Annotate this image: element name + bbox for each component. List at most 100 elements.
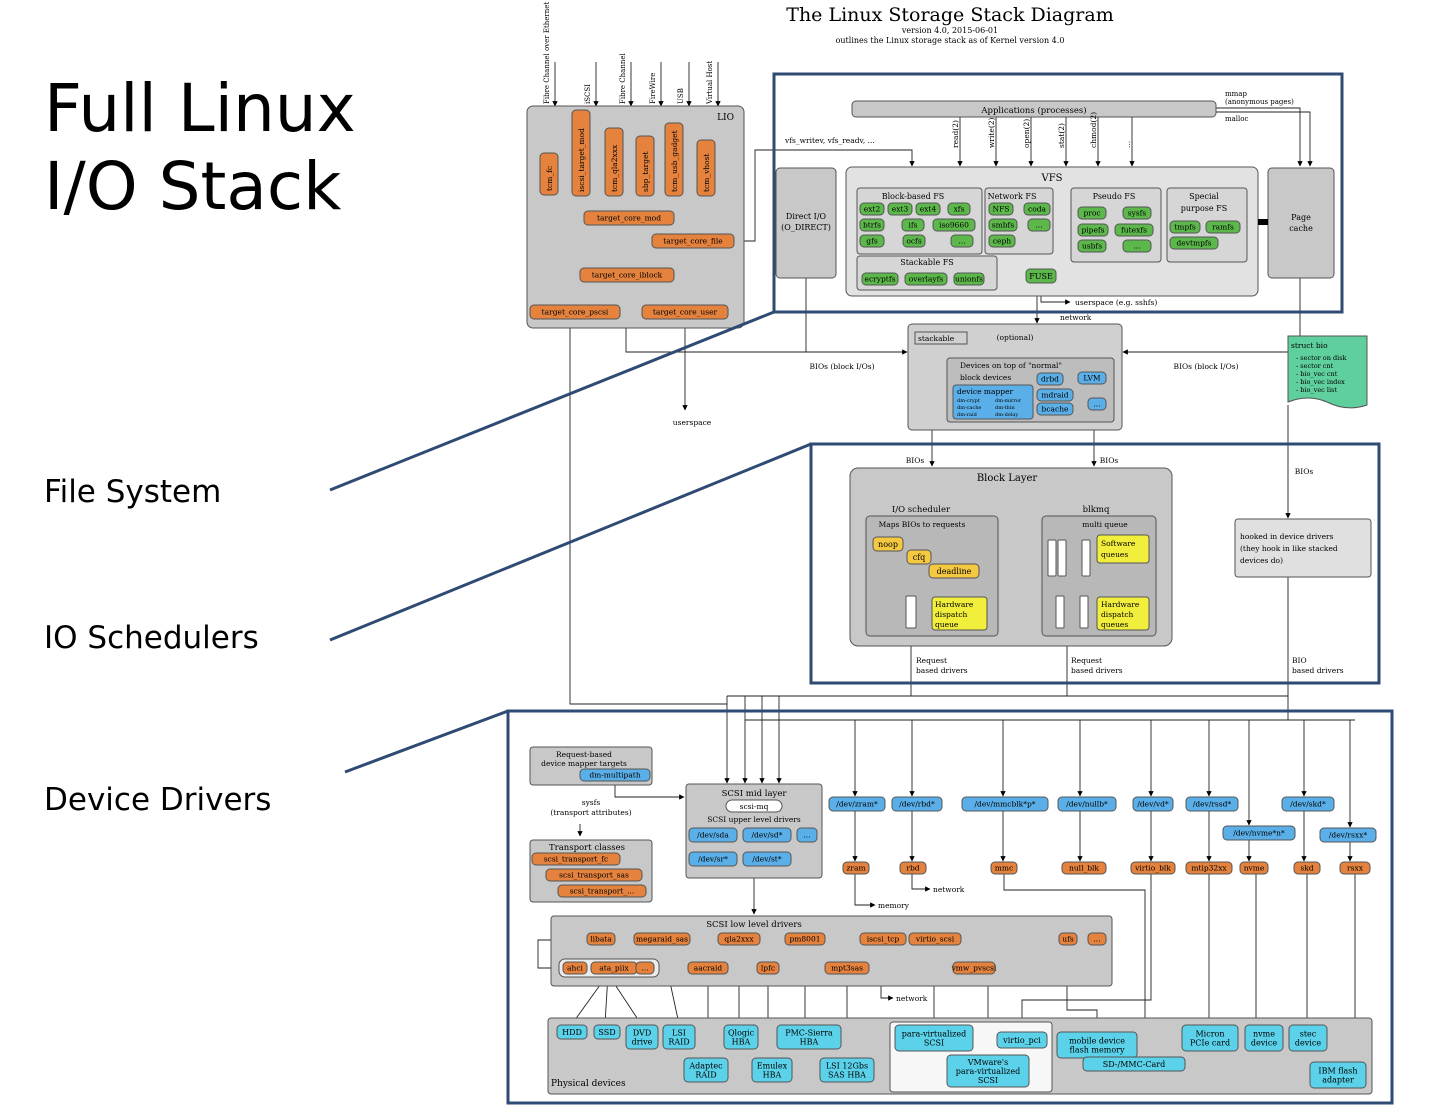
lio-fabric-label: tcm_qla2xxx	[610, 144, 619, 192]
dm-target-dm-raid: dm-raid	[957, 412, 978, 418]
dev-node-dev-vd	[1132, 796, 1174, 812]
scsi-low-label: SCSI low level drivers	[706, 920, 802, 930]
fs-ext2	[859, 202, 885, 216]
fs-gfs	[859, 234, 885, 248]
fs-ceph-label: ceph	[993, 237, 1011, 246]
dm-device-mdraid-label: mdraid	[1041, 391, 1068, 400]
dev-node-dev-nvme-n-label: /dev/nvme*n*	[1233, 829, 1285, 838]
transport-scsi-transport-fc	[531, 852, 621, 866]
dm-target-dm-delay: dm-delay	[995, 412, 1018, 418]
phys-micron-pcie-card-label: PCIe card	[1190, 1038, 1230, 1047]
software-queues-label: Software	[1101, 539, 1136, 548]
fs-ocfs-label: ocfs	[906, 237, 921, 246]
optional-label: (optional)	[997, 333, 1034, 342]
struct-bio-note	[1287, 335, 1368, 409]
dm-device-bcache	[1036, 402, 1074, 416]
transport-scsi-transport-sas-label: scsi_transport_sas	[559, 871, 629, 880]
fs-ramfs	[1205, 220, 1241, 234]
fs-unionfs	[953, 272, 985, 286]
phys-ibm-flash-adapter	[1309, 1061, 1367, 1089]
slide-title-line2: I/O Stack	[44, 148, 342, 225]
stackable-fs-label: Stackable FS	[900, 258, 954, 267]
direct-io-box	[775, 167, 837, 279]
fs-pointer	[329, 310, 775, 492]
bios-label: BIOs	[906, 456, 925, 465]
dm-device-lvm	[1077, 371, 1107, 385]
dm-device-lvm-label: LVM	[1083, 374, 1101, 383]
transport-iscsi: iSCSI	[584, 84, 592, 104]
lio-fabric-label: sbp_target	[641, 151, 650, 192]
fs-futexfs-label: futexfs	[1121, 226, 1147, 235]
sw-queue-slots	[1081, 539, 1091, 577]
lio-fabric-tcm-usb-gadget	[664, 122, 684, 197]
target-core-user-label: target_core_user	[653, 308, 718, 317]
struct-bio-title: struct bio	[1291, 341, 1328, 350]
fs-futexfs	[1114, 223, 1154, 237]
scsi-upper-dev-sda	[688, 827, 738, 843]
phys-lsi-12gbs-sas-hba-label: LSI 12Gbs	[826, 1061, 868, 1070]
dev-node-dev-zram	[828, 796, 886, 812]
transport-scsi-transport	[557, 884, 647, 898]
phys-stec-device	[1288, 1024, 1328, 1052]
transport-fibre-channel: Fibre Channel	[619, 53, 627, 104]
scheduler-deadline	[928, 563, 980, 579]
fs--label: ...	[958, 237, 965, 246]
scsi-mid-label: SCSI mid layer	[722, 789, 788, 799]
lld-ufs-label: ufs	[1062, 935, 1074, 944]
fs-devtmpfs-label: devtmpfs	[1176, 239, 1211, 248]
label-io-schedulers: IO Schedulers	[44, 620, 259, 656]
lld-	[1087, 932, 1107, 946]
hw-dispatch-label: Hardware	[1101, 600, 1140, 609]
userspace-label: userspace	[673, 418, 712, 427]
fs-ext3	[887, 202, 913, 216]
target-core-user	[641, 304, 729, 320]
connector	[537, 939, 559, 971]
lld-iscsi-tcp-label: iscsi_tcp	[867, 935, 900, 944]
lld-megaraid-sas-label: megaraid_sas	[636, 935, 688, 944]
phys-micron-pcie-card	[1181, 1024, 1239, 1052]
hooked-drivers-box	[1234, 518, 1372, 578]
phys-emulex-hba	[751, 1057, 793, 1083]
devices-on-top-label: block devices	[960, 373, 1011, 382]
phys-hdd	[556, 1024, 588, 1040]
fs-ext2-label: ext2	[864, 205, 881, 214]
vfs-label: VFS	[1040, 173, 1062, 184]
hw-mq-slots	[1079, 595, 1089, 629]
fs-ecryptfs-label: ecryptfs	[865, 275, 896, 284]
request-label: Request	[1071, 656, 1102, 665]
hw-dispatch-queues	[1096, 596, 1150, 631]
applications-label: Applications (processes)	[980, 105, 1086, 116]
scheduler-noop	[872, 536, 904, 552]
fs-usbfs-label: usbfs	[1082, 242, 1102, 251]
transport-firewire: FireWire	[649, 73, 657, 104]
lld-vmw-pvscsi	[952, 961, 996, 975]
diagram-title: The Linux Storage Stack Diagram	[786, 4, 1114, 26]
connector	[1019, 874, 1152, 1032]
sw-queue-slots	[1047, 539, 1057, 577]
phys-para-virtualized-scsi-label: SCSI	[924, 1038, 944, 1047]
phys-para-virtualized-scsi	[894, 1024, 974, 1052]
phys-lsi-12gbs-sas-hba-label: SAS HBA	[828, 1070, 866, 1079]
driver-mmc-label: mmc	[995, 864, 1013, 873]
scheduler-noop-label: noop	[878, 540, 898, 549]
fs-proc	[1077, 206, 1107, 220]
software-queues-label: queues	[1101, 550, 1128, 559]
phys-para-virtualized-scsi-label: para-virtualized	[902, 1029, 966, 1038]
phys-virtio-pci-label: virtio_pci	[1002, 1036, 1041, 1045]
block-layer-label: Block Layer	[977, 473, 1038, 484]
phys-pmc-sierra-hba	[776, 1024, 842, 1050]
connector	[569, 319, 727, 705]
dm-device-mdraid	[1036, 388, 1074, 402]
fs-smbfs	[988, 218, 1018, 232]
network-label: network	[933, 885, 965, 894]
hw-queue-slots	[905, 595, 917, 629]
fs-xfs-label: xfs	[954, 205, 965, 214]
slide-title-line1: Full Linux	[44, 70, 356, 147]
phys-mobile-device-flash-memory-label: flash memory	[1070, 1045, 1125, 1054]
target-core-mod	[583, 210, 675, 226]
connector	[625, 319, 908, 355]
hw-dispatch-label: Hardware	[935, 600, 974, 609]
fs-fuse-label: FUSE	[1029, 272, 1053, 281]
bios-label: BIOs	[1295, 467, 1314, 476]
